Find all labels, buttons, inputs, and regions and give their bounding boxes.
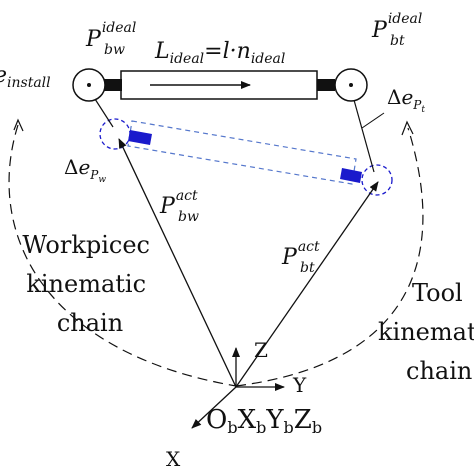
label-delta-e-pw: ΔePw xyxy=(64,155,106,185)
delta-e-pt-leader xyxy=(361,112,385,129)
label-axis-x: X xyxy=(166,447,181,471)
vector-p-bw-act xyxy=(118,138,237,388)
actual-bar-right-connector xyxy=(340,168,362,183)
vector-p-bt-act xyxy=(235,181,379,388)
actual-bar xyxy=(127,120,362,185)
ideal-bar xyxy=(104,70,335,100)
delta-e-pt-line xyxy=(353,99,375,173)
label-axis-z: Z xyxy=(254,338,268,362)
label-base-frame: ObXbYbZb xyxy=(206,405,322,437)
base-frame xyxy=(191,347,285,429)
label-l-ideal: Lideal=l·nideal xyxy=(154,39,285,67)
actual-bar-left-connector xyxy=(128,130,152,145)
actual-joint-workpiece xyxy=(99,118,131,150)
label-workpiece-chain: Workpicec kinematic chain xyxy=(22,231,157,337)
ideal-joint-workpiece xyxy=(72,68,106,102)
actual-bar-outline xyxy=(127,120,357,185)
x-axis xyxy=(191,386,237,429)
tool-chain-arrowhead xyxy=(401,120,414,136)
ideal-bar-right-connector xyxy=(317,79,335,91)
label-tool-chain: Tool kinematic chain xyxy=(378,279,474,385)
delta-e-pw-line xyxy=(94,98,114,128)
actual-joint-tool xyxy=(361,164,393,196)
workpiece-chain-arrowhead xyxy=(13,118,24,132)
label-axis-y: Y xyxy=(292,373,307,397)
label-delta-e-pt: ΔePt xyxy=(387,85,425,115)
ideal-bar-left-connector xyxy=(104,79,122,91)
label-e-install: einstall xyxy=(0,63,51,91)
workpiece-chain-arc xyxy=(8,124,237,387)
ideal-joint-tool xyxy=(334,68,368,102)
